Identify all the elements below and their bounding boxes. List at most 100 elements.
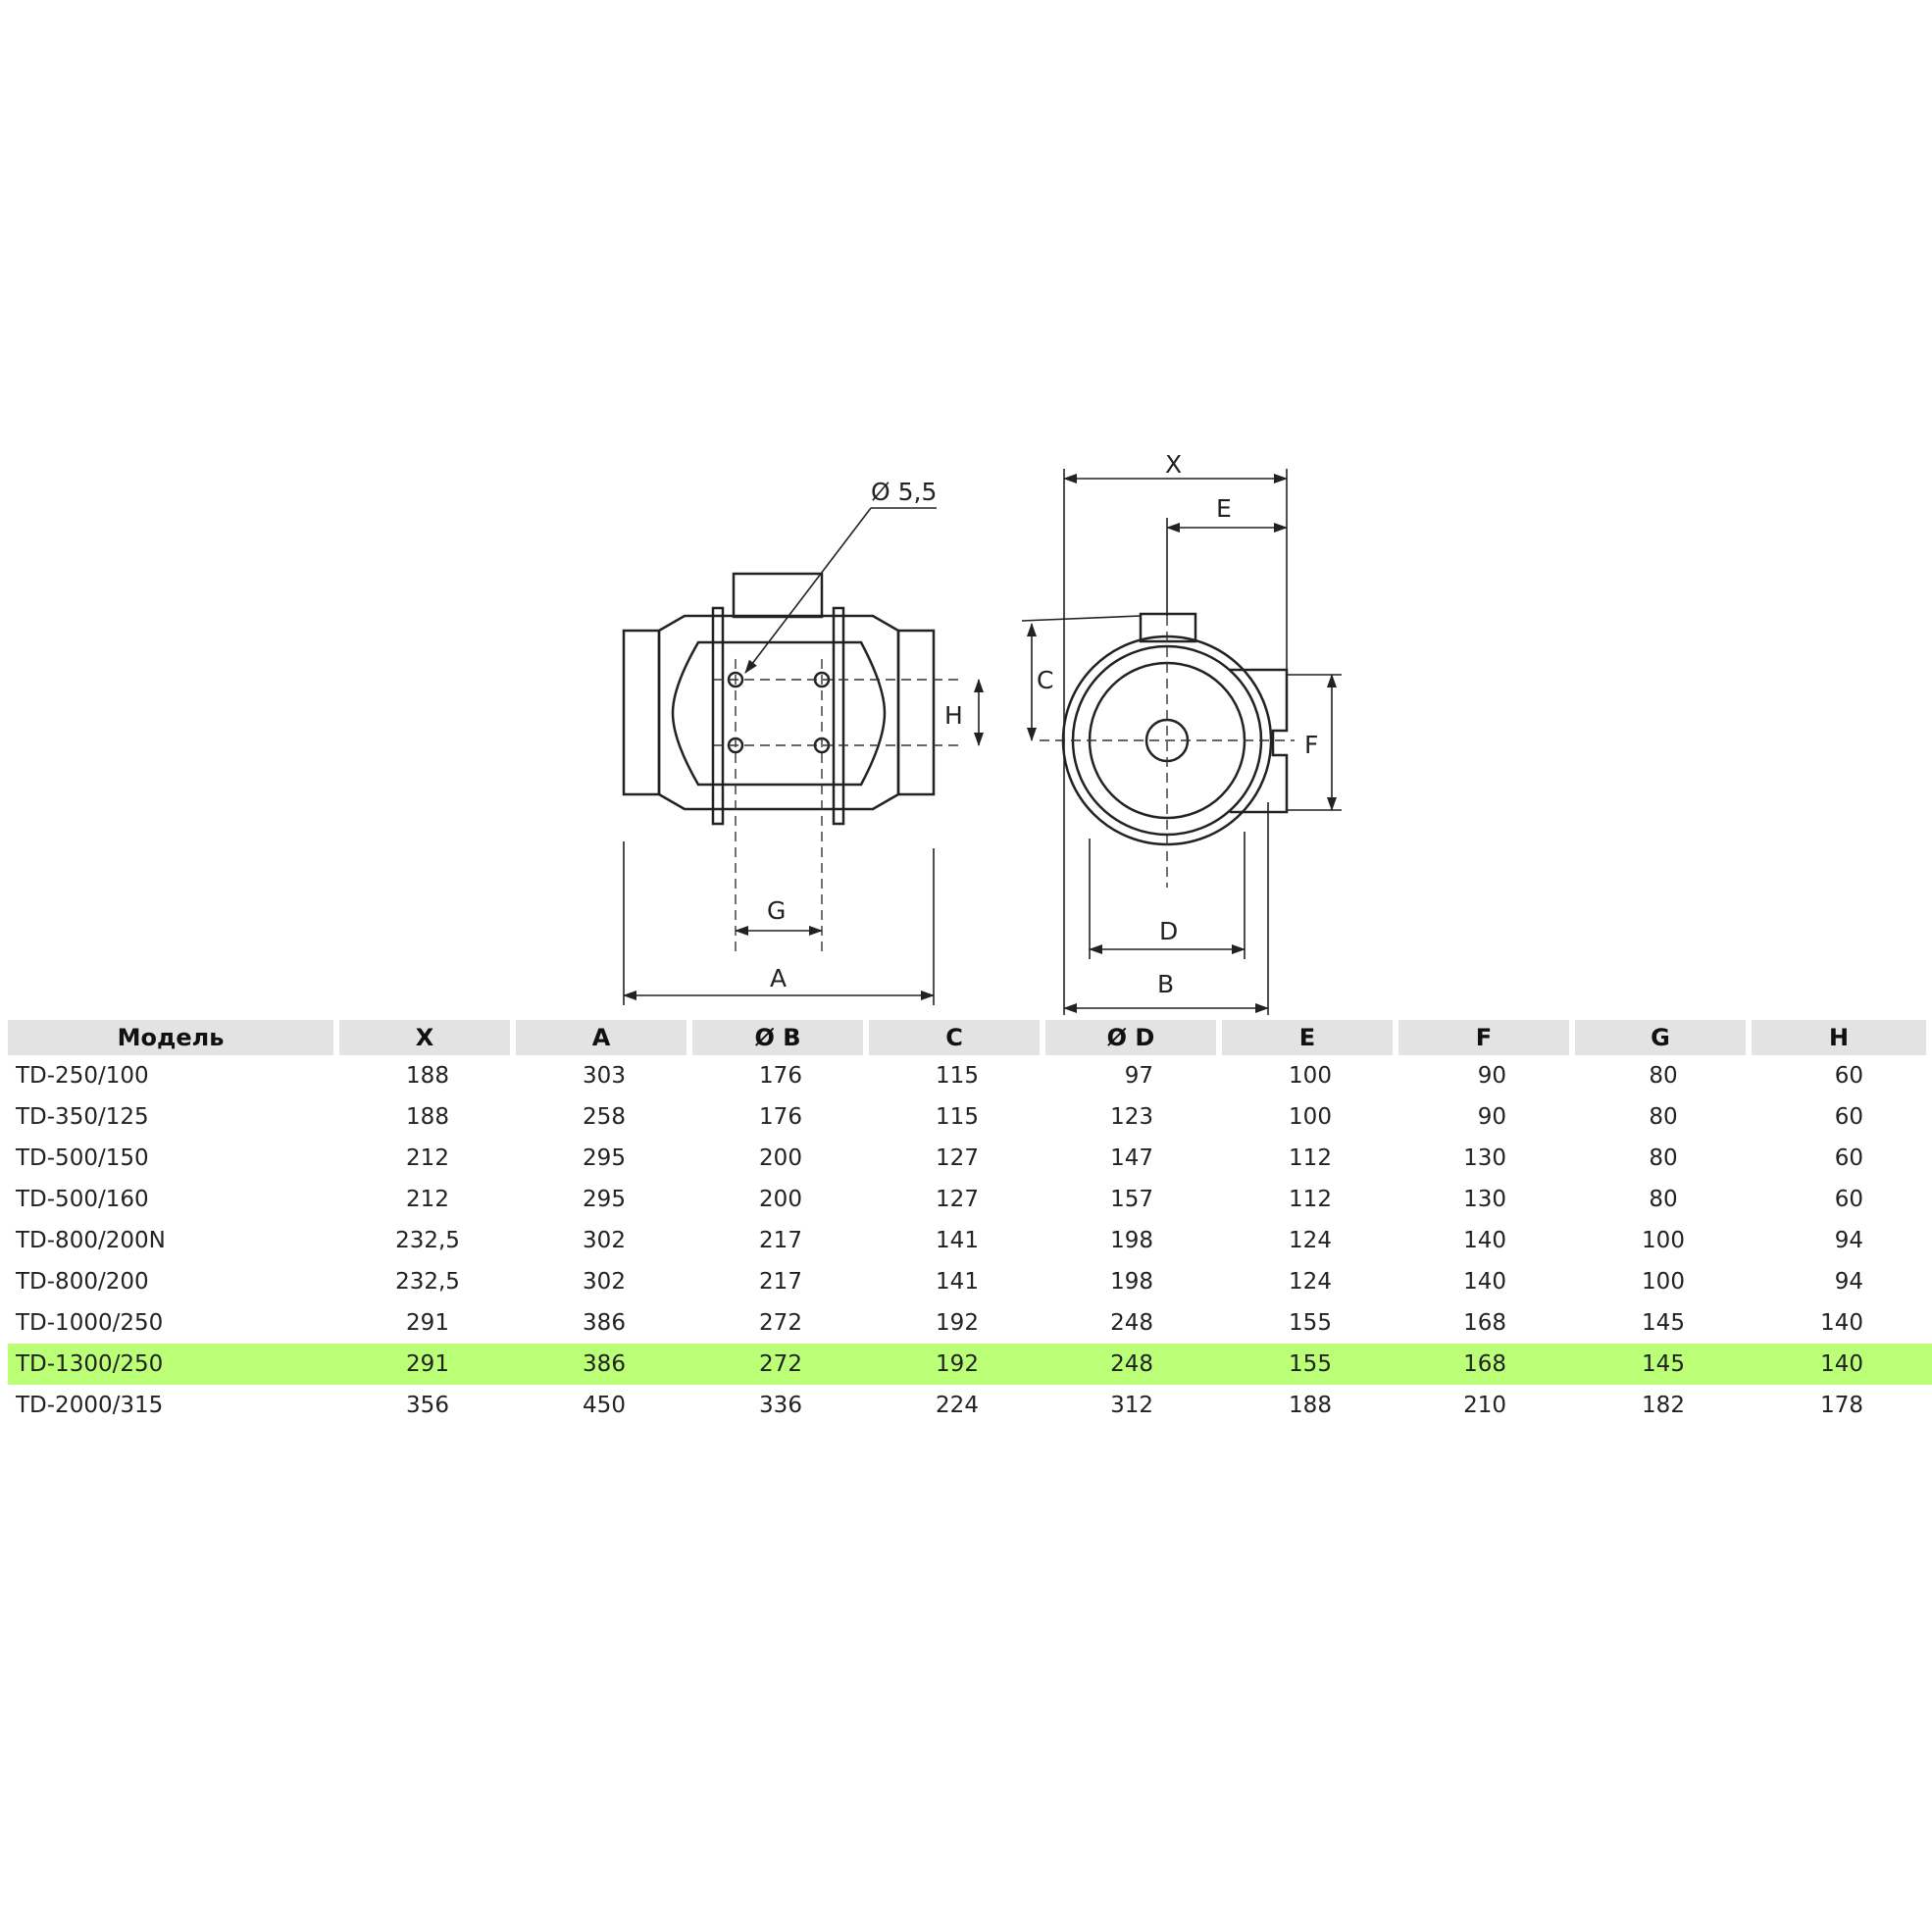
cell-f: 210 <box>1463 1393 1506 1418</box>
dim-c-label: C <box>1037 666 1053 694</box>
header-f: F <box>1398 1020 1575 1055</box>
cell-f: 90 <box>1477 1063 1506 1089</box>
cell-c: 115 <box>936 1104 979 1130</box>
cell-c: 127 <box>936 1145 979 1171</box>
cell-e: 100 <box>1289 1104 1332 1130</box>
cell-b: 200 <box>759 1187 802 1212</box>
cell-g: 80 <box>1649 1104 1678 1130</box>
cell-c: 141 <box>936 1269 979 1295</box>
cell-b: 217 <box>759 1228 802 1253</box>
cell-g: 80 <box>1649 1187 1678 1212</box>
cell-a: 302 <box>583 1269 626 1295</box>
dim-d-label: D <box>1159 917 1178 945</box>
dim-a-label: A <box>770 964 787 992</box>
cell-x: 188 <box>406 1104 449 1130</box>
right-collar <box>896 629 936 796</box>
cell-h: 60 <box>1834 1063 1863 1089</box>
cell-b: 176 <box>759 1104 802 1130</box>
cell-a: 386 <box>516 1344 692 1385</box>
cell-d: 147 <box>1110 1145 1153 1171</box>
cell-e: 112 <box>1289 1145 1332 1171</box>
cell-b: 217 <box>759 1269 802 1295</box>
dim-b-label: B <box>1157 970 1174 998</box>
header-e: E <box>1222 1020 1398 1055</box>
cell-e: 188 <box>1289 1393 1332 1418</box>
left-collar <box>622 629 661 796</box>
front-view: X E C F D B <box>1021 450 1342 1015</box>
cell-x: 212 <box>406 1145 449 1171</box>
cell-f: 140 <box>1463 1228 1506 1253</box>
fan-dimension-drawing: Ø 5,5 H G A X E <box>622 450 1342 1015</box>
cell-model: TD-500/150 <box>16 1145 149 1171</box>
dimensions-table: Модель X A Ø B C Ø D E F G H TD-250/100 1… <box>8 1020 1932 1426</box>
cell-a: 258 <box>583 1104 626 1130</box>
cell-model: TD-500/160 <box>16 1187 149 1212</box>
header-x: X <box>339 1020 516 1055</box>
cell-g: 100 <box>1642 1228 1685 1253</box>
cell-d: 312 <box>1110 1393 1153 1418</box>
cell-g: 145 <box>1575 1344 1752 1385</box>
cell-c: 192 <box>936 1310 979 1336</box>
cell-f: 168 <box>1398 1344 1575 1385</box>
header-d: Ø D <box>1045 1020 1222 1055</box>
cell-d: 248 <box>1045 1344 1222 1385</box>
terminal-box <box>732 572 824 619</box>
cell-c: 127 <box>936 1187 979 1212</box>
dim-x-label: X <box>1165 450 1182 479</box>
cell-model: TD-800/200 <box>16 1269 149 1295</box>
cell-a: 386 <box>583 1310 626 1336</box>
cell-g: 80 <box>1649 1063 1678 1089</box>
cell-g: 80 <box>1649 1145 1678 1171</box>
cell-a: 450 <box>583 1393 626 1418</box>
cell-c: 192 <box>869 1344 1045 1385</box>
left-clamp <box>711 606 725 826</box>
cell-x: 356 <box>406 1393 449 1418</box>
cell-h: 140 <box>1820 1310 1863 1336</box>
cell-b: 200 <box>759 1145 802 1171</box>
cell-d: 123 <box>1110 1104 1153 1130</box>
cell-x: 291 <box>406 1310 449 1336</box>
cell-h: 94 <box>1834 1228 1863 1253</box>
header-g: G <box>1575 1020 1752 1055</box>
cell-a: 302 <box>583 1228 626 1253</box>
cell-f: 140 <box>1463 1269 1506 1295</box>
cell-model: TD-800/200N <box>16 1228 166 1253</box>
cell-e: 100 <box>1289 1063 1332 1089</box>
cell-e: 155 <box>1289 1310 1332 1336</box>
cell-h: 60 <box>1834 1104 1863 1130</box>
cell-c: 224 <box>936 1393 979 1418</box>
cell-e: 112 <box>1289 1187 1332 1212</box>
cell-model: TD-250/100 <box>16 1063 149 1089</box>
dim-g-label: G <box>767 896 786 925</box>
header-c: C <box>869 1020 1045 1055</box>
cell-h: 94 <box>1834 1269 1863 1295</box>
table-header-row: Модель X A Ø B C Ø D E F G H <box>8 1020 1932 1055</box>
cell-c: 115 <box>936 1063 979 1089</box>
cell-g: 182 <box>1642 1393 1685 1418</box>
header-a: A <box>516 1020 692 1055</box>
cell-e: 124 <box>1289 1228 1332 1253</box>
terminal-box-top <box>1139 612 1197 643</box>
dim-h-label: H <box>944 701 963 730</box>
cell-f: 130 <box>1463 1187 1506 1212</box>
hole-diameter-label: Ø 5,5 <box>871 478 937 506</box>
cell-d: 198 <box>1110 1228 1153 1253</box>
cell-model: TD-1300/250 <box>8 1344 339 1385</box>
cell-d: 97 <box>1124 1063 1153 1089</box>
cell-d: 198 <box>1110 1269 1153 1295</box>
header-h: H <box>1752 1020 1932 1055</box>
cell-h: 60 <box>1834 1145 1863 1171</box>
cell-x: 232,5 <box>395 1228 460 1253</box>
side-view: Ø 5,5 H G A <box>622 478 984 1005</box>
header-model: Модель <box>8 1020 339 1055</box>
cell-e: 124 <box>1289 1269 1332 1295</box>
cell-b: 272 <box>692 1344 869 1385</box>
dim-f-label: F <box>1304 731 1318 759</box>
cell-x: 212 <box>406 1187 449 1212</box>
